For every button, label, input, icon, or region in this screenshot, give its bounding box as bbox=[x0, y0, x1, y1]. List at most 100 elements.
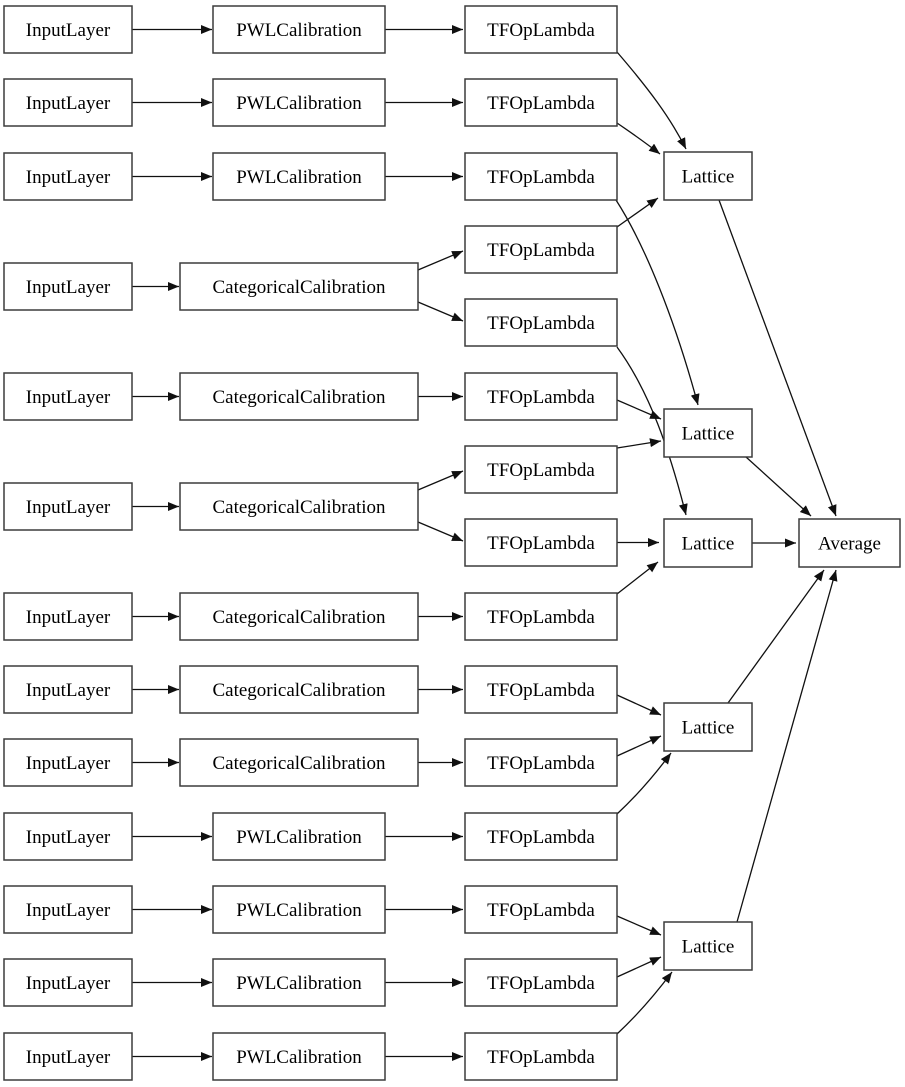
node-cc9-box bbox=[179, 738, 419, 787]
node-cc4-box bbox=[179, 262, 419, 311]
node-in4-label: InputLayer bbox=[26, 277, 111, 298]
node-lat5-label: Lattice bbox=[682, 937, 735, 958]
node-tfo15-box bbox=[464, 1032, 618, 1081]
node-tfo10-label: TFOpLambda bbox=[487, 680, 595, 701]
node-pwl10: PWLCalibration bbox=[212, 812, 386, 861]
node-pwl2-box bbox=[212, 78, 386, 127]
node-tfo7-label: TFOpLambda bbox=[487, 460, 595, 481]
edge-cc6-to-tfo7 bbox=[417, 470, 464, 491]
node-tfo5-label: TFOpLambda bbox=[487, 313, 595, 334]
node-tfo8-label: TFOpLambda bbox=[487, 533, 595, 554]
node-in6-box bbox=[3, 482, 133, 531]
node-avg-label: Average bbox=[818, 534, 881, 555]
node-tfo11: TFOpLambda bbox=[464, 738, 618, 787]
node-pwl11-label: PWLCalibration bbox=[236, 900, 362, 921]
edge-tfo6-to-lat2 bbox=[616, 399, 662, 420]
node-in2-label: InputLayer bbox=[26, 93, 111, 114]
node-pwl1: PWLCalibration bbox=[212, 5, 386, 54]
node-lat2-label: Lattice bbox=[682, 424, 735, 445]
node-in10: InputLayer bbox=[3, 812, 133, 861]
node-pwl10-label: PWLCalibration bbox=[236, 827, 362, 848]
node-tfo4-box bbox=[464, 225, 618, 274]
node-tfo11-box bbox=[464, 738, 618, 787]
node-pwl2: PWLCalibration bbox=[212, 78, 386, 127]
node-in13-label: InputLayer bbox=[26, 1047, 111, 1068]
node-in5: InputLayer bbox=[3, 372, 133, 421]
node-lat5-box bbox=[663, 921, 753, 971]
node-in6: InputLayer bbox=[3, 482, 133, 531]
node-in2: InputLayer bbox=[3, 78, 133, 127]
node-tfo5: TFOpLambda bbox=[464, 298, 618, 347]
node-cc7-box bbox=[179, 592, 419, 641]
node-pwl3: PWLCalibration bbox=[212, 152, 386, 201]
node-tfo15: TFOpLambda bbox=[464, 1032, 618, 1081]
node-lat1: Lattice bbox=[663, 151, 753, 201]
node-in5-label: InputLayer bbox=[26, 387, 111, 408]
node-tfo10-box bbox=[464, 665, 618, 714]
node-tfo4-label: TFOpLambda bbox=[487, 240, 595, 261]
node-tfo15-label: TFOpLambda bbox=[487, 1047, 595, 1068]
node-in5-box bbox=[3, 372, 133, 421]
node-pwl13-label: PWLCalibration bbox=[236, 1047, 362, 1068]
node-tfo6-label: TFOpLambda bbox=[487, 387, 595, 408]
node-in8-label: InputLayer bbox=[26, 680, 111, 701]
node-in8-box bbox=[3, 665, 133, 714]
node-in11-box bbox=[3, 885, 133, 934]
node-tfo13-box bbox=[464, 885, 618, 934]
node-cc5-label: CategoricalCalibration bbox=[212, 387, 386, 408]
node-cc7-label: CategoricalCalibration bbox=[212, 607, 386, 628]
node-in9-label: InputLayer bbox=[26, 753, 111, 774]
node-tfo9: TFOpLambda bbox=[464, 592, 618, 641]
edge-lat2-to-avg bbox=[745, 456, 812, 517]
node-in6-label: InputLayer bbox=[26, 497, 111, 518]
node-lat4-label: Lattice bbox=[682, 718, 735, 739]
node-tfo3-label: TFOpLambda bbox=[487, 167, 595, 188]
node-in9: InputLayer bbox=[3, 738, 133, 787]
node-pwl12: PWLCalibration bbox=[212, 958, 386, 1007]
node-in13: InputLayer bbox=[3, 1032, 133, 1081]
edge-tfo4-to-lat1 bbox=[616, 197, 659, 228]
node-tfo13: TFOpLambda bbox=[464, 885, 618, 934]
node-in3-box bbox=[3, 152, 133, 201]
node-in1-label: InputLayer bbox=[26, 20, 111, 41]
edge-tfo15-to-lat5 bbox=[616, 971, 673, 1035]
node-tfo2: TFOpLambda bbox=[464, 78, 618, 127]
node-cc6-box bbox=[179, 482, 419, 531]
node-pwl13-box bbox=[212, 1032, 386, 1081]
edge-cc4-to-tfo4 bbox=[417, 250, 464, 271]
node-avg: Average bbox=[798, 518, 901, 568]
node-cc9: CategoricalCalibration bbox=[179, 738, 419, 787]
node-tfo10: TFOpLambda bbox=[464, 665, 618, 714]
node-in2-box bbox=[3, 78, 133, 127]
node-in10-box bbox=[3, 812, 133, 861]
node-cc6: CategoricalCalibration bbox=[179, 482, 419, 531]
node-tfo9-box bbox=[464, 592, 618, 641]
node-cc8: CategoricalCalibration bbox=[179, 665, 419, 714]
node-tfo7-box bbox=[464, 445, 618, 494]
node-cc5-box bbox=[179, 372, 419, 421]
node-in11: InputLayer bbox=[3, 885, 133, 934]
edge-tfo10-to-lat4 bbox=[616, 694, 662, 716]
node-pwl12-box bbox=[212, 958, 386, 1007]
node-in12-box bbox=[3, 958, 133, 1007]
node-in4: InputLayer bbox=[3, 262, 133, 311]
node-in3: InputLayer bbox=[3, 152, 133, 201]
edge-lat4-to-avg bbox=[727, 569, 825, 704]
node-tfo1-box bbox=[464, 5, 618, 54]
node-in10-label: InputLayer bbox=[26, 827, 111, 848]
edge-tfo13-to-lat5 bbox=[616, 915, 662, 936]
node-cc8-box bbox=[179, 665, 419, 714]
node-tfo2-label: TFOpLambda bbox=[487, 93, 595, 114]
node-lat4-box bbox=[663, 702, 753, 752]
edge-tfo7-to-lat2 bbox=[616, 438, 662, 449]
node-pwl13: PWLCalibration bbox=[212, 1032, 386, 1081]
node-cc9-label: CategoricalCalibration bbox=[212, 753, 386, 774]
node-tfo3-box bbox=[464, 152, 618, 201]
node-lat2: Lattice bbox=[663, 408, 753, 458]
edge-tfo9-to-lat3 bbox=[616, 561, 659, 595]
node-cc5: CategoricalCalibration bbox=[179, 372, 419, 421]
node-tfo8-box bbox=[464, 518, 618, 567]
node-lat1-box bbox=[663, 151, 753, 201]
node-tfo14-label: TFOpLambda bbox=[487, 973, 595, 994]
